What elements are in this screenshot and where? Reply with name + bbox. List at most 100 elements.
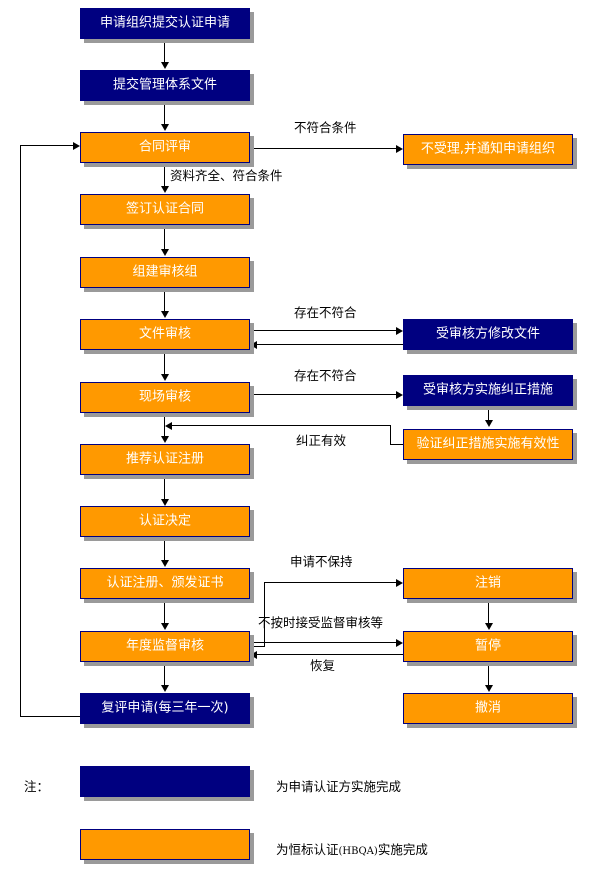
legend-certifier-prefix: 为恒标认证	[276, 842, 339, 857]
edge-label-correction-effective: 纠正有效	[296, 433, 347, 448]
connector-n3-r1	[250, 148, 397, 149]
node-label: 申请组织提交认证申请	[99, 15, 230, 31]
arrowhead-r3-r4	[485, 420, 493, 427]
edge-label-not-meeting-conditions: 不符合条件	[294, 120, 357, 135]
connector-n10-n11	[164, 599, 165, 624]
connector-n7-n8	[164, 413, 165, 437]
arrowhead-n11-r6	[396, 639, 403, 647]
node-cancel[interactable]: 注销	[403, 568, 573, 599]
legend-text-certifier: 为恒标认证(HBQA)实施完成	[276, 839, 428, 858]
node-reject-and-notify[interactable]: 不受理,并通知申请组织	[403, 134, 573, 165]
connector-loop-left	[20, 145, 21, 717]
connector-r6-n11-back	[257, 654, 403, 655]
node-label: 年度监督审核	[125, 638, 204, 654]
node-label: 暂停	[474, 638, 501, 654]
legend-certifier-abbr: (HBQA)	[338, 846, 378, 857]
node-label: 受审核方修改文件	[435, 326, 540, 342]
arrowhead-r4-to-spine	[165, 422, 172, 430]
arrowhead-n3-n4	[161, 186, 169, 193]
node-contract-review[interactable]: 合同评审	[80, 132, 250, 163]
node-label: 注销	[474, 575, 501, 591]
arrowhead-r6-n11	[250, 651, 257, 659]
node-sign-contract[interactable]: 签订认证合同	[80, 194, 250, 225]
legend-swatch-applicant	[80, 766, 250, 797]
node-certification-decision[interactable]: 认证决定	[80, 506, 250, 537]
connector-n8-n9	[164, 475, 165, 500]
arrowhead-r5-r6	[485, 623, 493, 630]
node-label: 现场审核	[138, 389, 191, 405]
arrowhead-n5-n6	[161, 311, 169, 318]
connector-n11-r5-up	[264, 582, 265, 646]
node-form-audit-team[interactable]: 组建审核组	[80, 257, 250, 288]
connector-n11-r6-out	[250, 642, 397, 643]
connector-n3-n4	[164, 163, 165, 188]
node-auditee-revise-docs[interactable]: 受审核方修改文件	[403, 319, 573, 350]
arrowhead-n9-n10	[161, 560, 169, 567]
connector-r4-left	[390, 444, 403, 445]
arrowhead-n7-n8	[161, 436, 169, 443]
arrowhead-n10-n11	[161, 623, 169, 630]
connector-n6-n7	[164, 350, 165, 375]
node-application-submit[interactable]: 申请组织提交认证申请	[80, 8, 250, 39]
arrowhead-n8-n9	[161, 499, 169, 506]
arrowhead-n4-n5	[161, 249, 169, 256]
connector-r5-r6	[488, 599, 489, 624]
node-annual-surveillance-audit[interactable]: 年度监督审核	[80, 631, 250, 662]
connector-loop-bottom	[20, 716, 81, 717]
node-submit-system-docs[interactable]: 提交管理体系文件	[80, 70, 250, 101]
connector-n11-n12	[164, 662, 165, 686]
node-register-issue-certificate[interactable]: 认证注册、颁发证书	[80, 568, 250, 599]
connector-n6-r2-out	[250, 330, 397, 331]
connector-r6-r7	[488, 662, 489, 686]
node-document-audit[interactable]: 文件审核	[80, 319, 250, 350]
arrowhead-n11-n12	[161, 685, 169, 692]
legend-note-label: 注：	[24, 779, 50, 794]
node-label: 复评申请(每三年一次)	[101, 700, 229, 716]
legend-text-applicant: 为申请认证方实施完成	[276, 779, 402, 794]
connector-n1-n2	[164, 39, 165, 63]
node-withdraw[interactable]: 撤消	[403, 693, 573, 724]
node-label: 不受理,并通知申请组织	[420, 141, 556, 157]
node-reassessment-application[interactable]: 复评申请(每三年一次)	[80, 693, 250, 724]
node-label: 撤消	[474, 700, 501, 716]
edge-label-nonconformity-doc: 存在不符合	[294, 305, 357, 320]
node-label: 认证注册、颁发证书	[106, 575, 224, 591]
node-label: 认证决定	[138, 513, 191, 529]
node-label: 签订认证合同	[125, 201, 204, 217]
connector-r4-to-spine	[172, 425, 391, 426]
edge-label-nonconformity-onsite: 存在不符合	[294, 368, 357, 383]
connector-loop-top	[20, 145, 74, 146]
node-label: 受审核方实施纠正措施	[422, 382, 553, 398]
arrowhead-r2-n6	[250, 341, 257, 349]
arrowhead-r6-r7	[485, 685, 493, 692]
node-label: 合同评审	[138, 139, 191, 155]
node-auditee-corrective-action[interactable]: 受审核方实施纠正措施	[403, 375, 573, 406]
edge-label-restore: 恢复	[310, 658, 336, 673]
connector-n9-n10	[164, 537, 165, 561]
arrowhead-loop-to-n3	[73, 142, 80, 150]
node-label: 推荐认证注册	[125, 451, 204, 467]
arrowhead-n1-n2	[161, 62, 169, 69]
connector-r3-r4	[488, 406, 489, 421]
edge-label-not-maintain: 申请不保持	[290, 554, 353, 569]
node-label: 组建审核组	[132, 264, 198, 280]
connector-n5-n6	[164, 288, 165, 312]
connector-n11-r5-stub	[250, 646, 265, 647]
arrowhead-n6-r2	[396, 327, 403, 335]
connector-r4-up	[390, 425, 391, 445]
legend-certifier-suffix: 实施完成	[377, 842, 428, 857]
edge-label-refuse-surveillance: 不按时接受监督审核等	[258, 615, 384, 630]
node-verify-corrective-effectiveness[interactable]: 验证纠正措施实施有效性	[403, 429, 573, 460]
arrowhead-n3-r1	[396, 145, 403, 153]
node-suspend[interactable]: 暂停	[403, 631, 573, 662]
connector-n4-n5	[164, 225, 165, 250]
node-label: 提交管理体系文件	[112, 77, 217, 93]
legend-swatch-certifier	[80, 829, 250, 860]
node-recommend-registration[interactable]: 推荐认证注册	[80, 444, 250, 475]
node-label: 文件审核	[138, 326, 191, 342]
node-onsite-audit[interactable]: 现场审核	[80, 382, 250, 413]
connector-r2-n6-back	[257, 344, 403, 345]
edge-label-documents-complete: 资料齐全、符合条件	[170, 168, 283, 183]
arrowhead-n11-r5	[396, 579, 403, 587]
arrowhead-n6-n7	[161, 374, 169, 381]
